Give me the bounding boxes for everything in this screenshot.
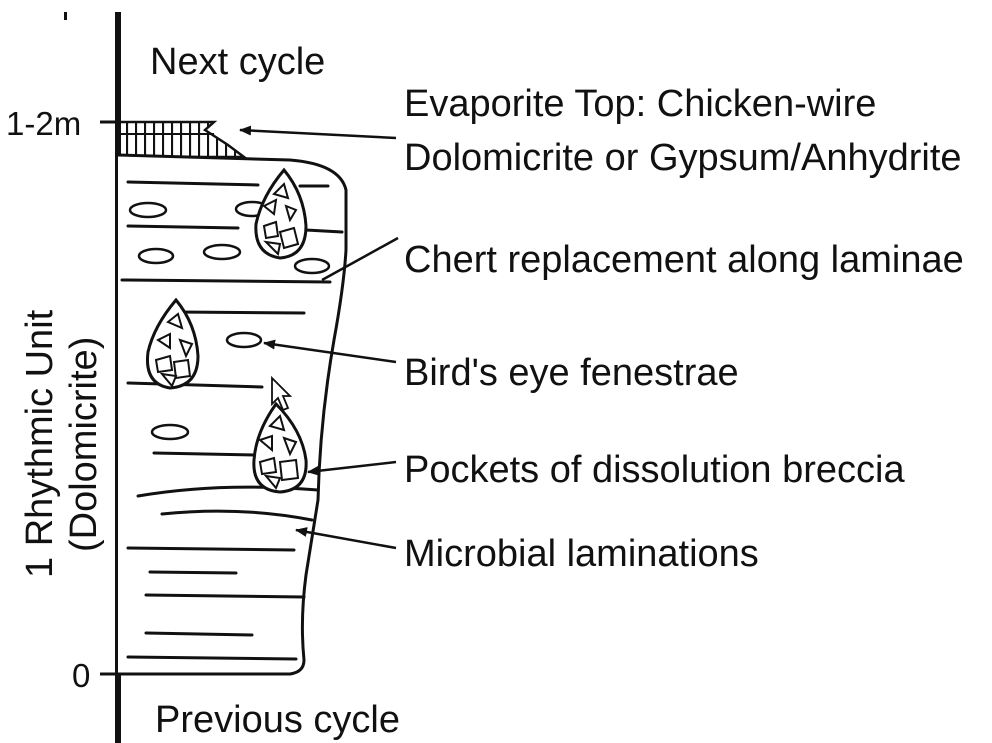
annotation-laminations: Microbial laminations <box>404 533 759 575</box>
previous-cycle-label: Previous cycle <box>155 699 400 741</box>
axis-subtitle: (Dolomicrite) <box>63 337 105 552</box>
breccia-leader-arrow <box>308 462 396 472</box>
next-cycle-label: Next cycle <box>150 41 325 83</box>
axis-title: 1 Rhythmic Unit <box>19 309 61 578</box>
annotation-chert: Chert replacement along laminae <box>404 239 964 281</box>
scan-speck <box>64 12 67 20</box>
annotation-fenestrae: Bird's eye fenestrae <box>404 352 739 394</box>
axis-tick-label-top: 1-2m <box>6 105 81 142</box>
evaporite-cap <box>118 122 244 157</box>
annotation-breccia: Pockets of dissolution breccia <box>404 449 905 491</box>
axis-tick-label-bottom: 0 <box>72 657 90 694</box>
annotation-evaporite-line2: Dolomicrite or Gypsum/Anhydrite <box>404 137 962 179</box>
annotation-evaporite-line1: Evaporite Top: Chicken-wire <box>404 83 876 125</box>
evaporite-leader-arrow <box>240 130 396 138</box>
